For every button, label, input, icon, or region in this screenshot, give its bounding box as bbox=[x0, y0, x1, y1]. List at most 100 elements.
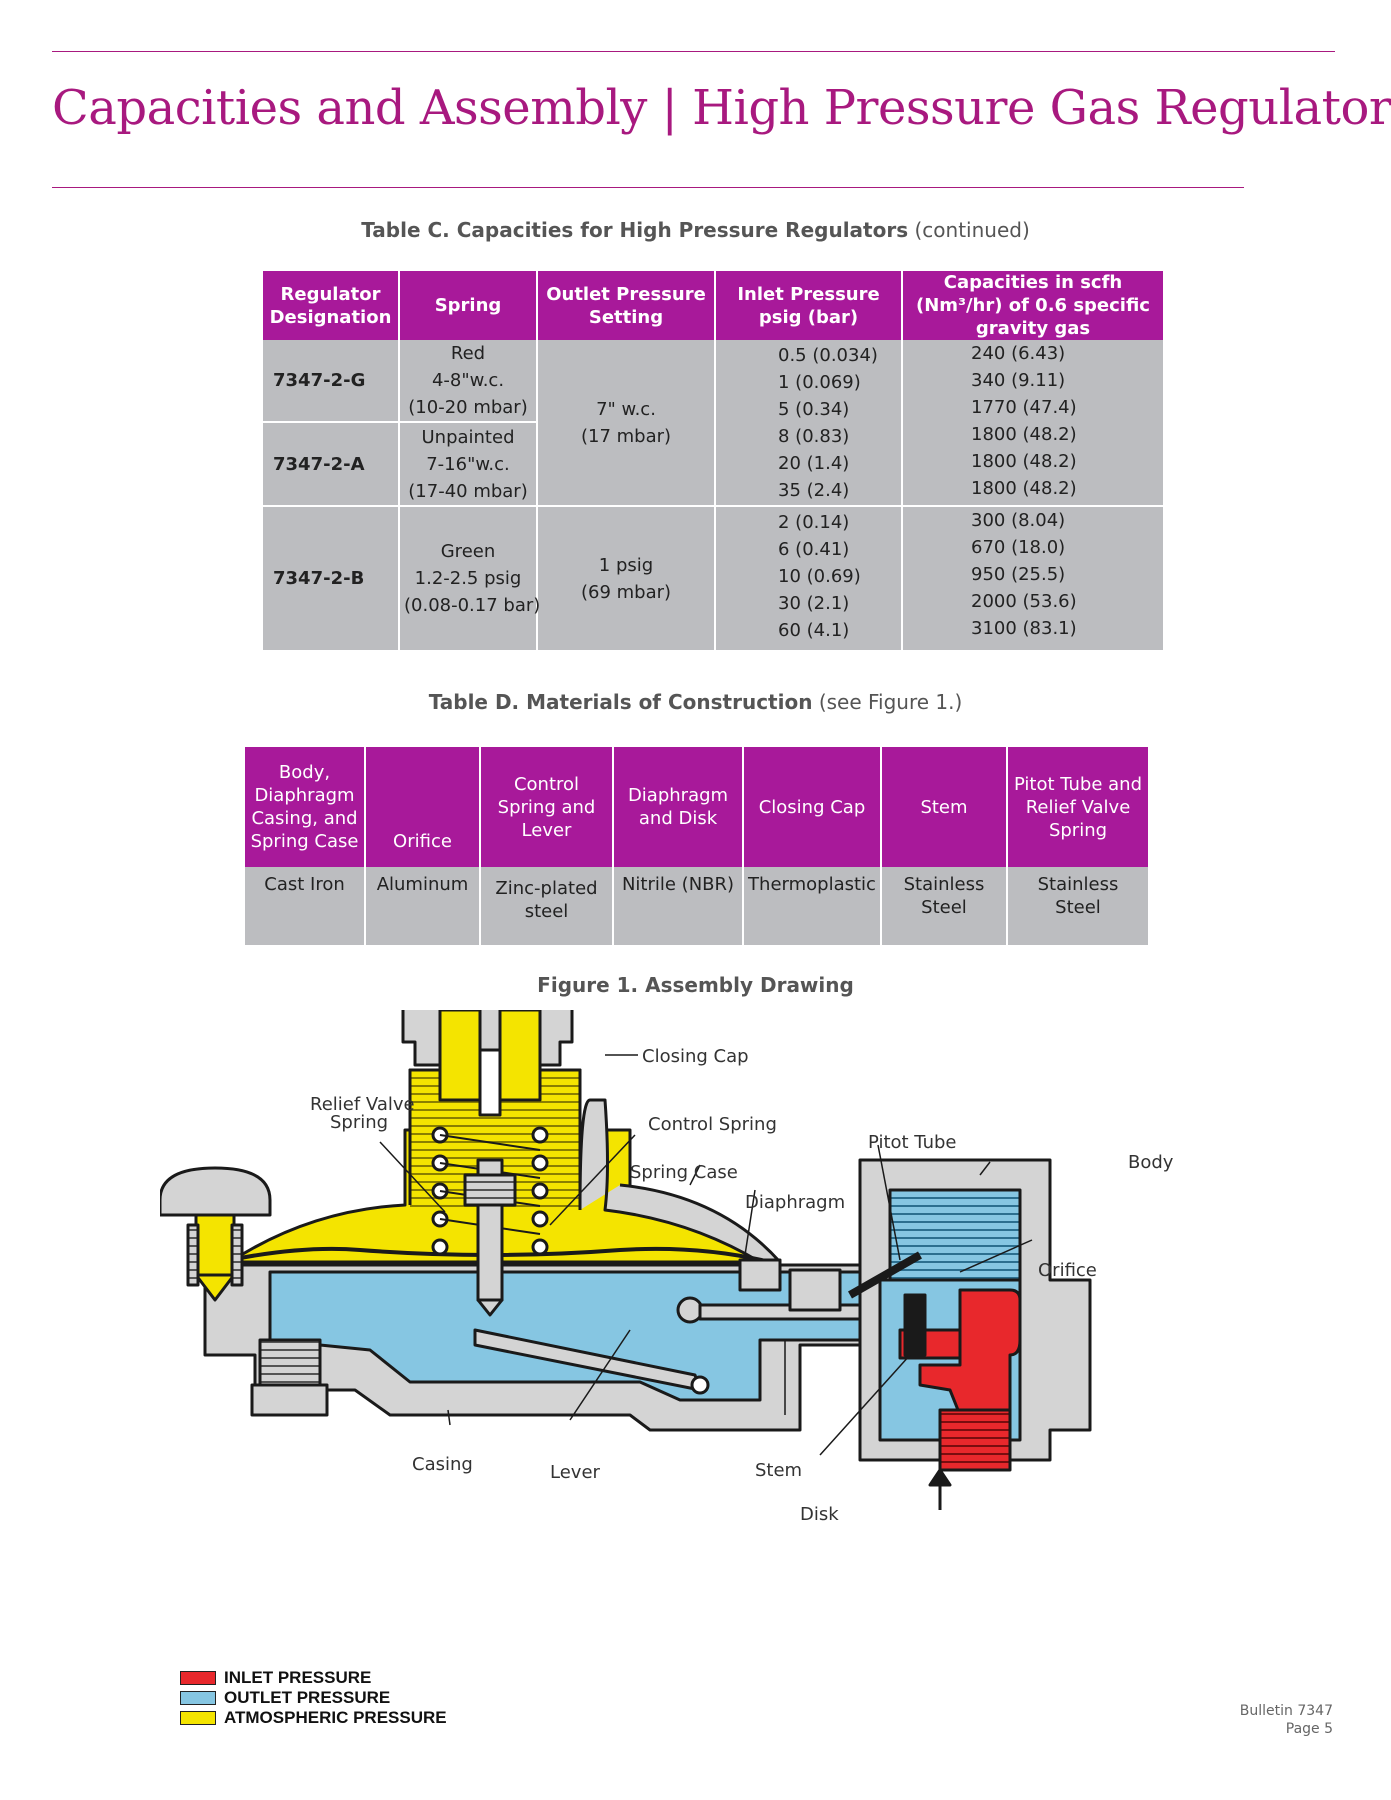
label-closing-cap: Closing Cap bbox=[642, 1046, 749, 1067]
assembly-drawing: Closing Cap Relief Valve Spring Control … bbox=[160, 1010, 1174, 1525]
capacity-value: 670 (18.0) bbox=[971, 537, 1066, 558]
capacity-value: 3100 (83.1) bbox=[971, 618, 1077, 639]
label-pitot-tube: Pitot Tube bbox=[868, 1132, 956, 1153]
table-row: 7347-2-G Red 4-8"w.c. (10-20 mbar) 7" w.… bbox=[263, 340, 1163, 506]
spring-range-metric: (0.08-0.17 bar) bbox=[404, 595, 541, 616]
header-inlet-pressure: Inlet Pressure psig (bar) bbox=[714, 271, 902, 340]
outlet-pressure-metric: (69 mbar) bbox=[580, 581, 672, 603]
material-cell: Thermoplastic bbox=[742, 867, 881, 945]
header-control-spring: Control Spring and Lever bbox=[479, 747, 613, 867]
figure-caption: Figure 1. Assembly Drawing bbox=[0, 973, 1391, 997]
table-row: 7347-2-B Green 1.2-2.5 psig (0.08-0.17 b… bbox=[263, 505, 1163, 650]
header-spring: Spring bbox=[398, 271, 537, 340]
material-cell: Zinc-plated steel bbox=[479, 867, 613, 945]
designation-cell: 7347-2-B bbox=[263, 505, 399, 650]
label-body: Body bbox=[1128, 1152, 1174, 1173]
inlet-pressure-value: 8 (0.83) bbox=[778, 426, 850, 447]
header-orifice: Orifice bbox=[364, 747, 480, 867]
table-c-caption: Table C. Capacities for High Pressure Re… bbox=[0, 218, 1391, 242]
inlet-pressure-value: 35 (2.4) bbox=[778, 480, 850, 501]
legend-item-outlet: OUTLET PRESSURE bbox=[180, 1688, 447, 1708]
spring-cell: Green 1.2-2.5 psig (0.08-0.17 bar) bbox=[398, 505, 541, 650]
page-number: Page 5 bbox=[1285, 1721, 1333, 1737]
material-cell: Cast Iron bbox=[245, 867, 365, 945]
legend-label: OUTLET PRESSURE bbox=[224, 1688, 391, 1707]
header-closing-cap: Closing Cap bbox=[742, 747, 881, 867]
capacity-list: 240 (6.43) 340 (9.11) 1770 (47.4) 1800 (… bbox=[901, 340, 1163, 506]
top-rule bbox=[52, 51, 1335, 52]
outlet-pressure: 1 psig bbox=[598, 554, 654, 576]
legend-label: INLET PRESSURE bbox=[224, 1668, 372, 1687]
header-body: Body, Diaphragm Casing, and Spring Case bbox=[245, 747, 365, 867]
label-control-spring: Control Spring bbox=[648, 1114, 777, 1135]
inlet-pressure-list: 2 (0.14) 6 (0.41) 10 (0.69) 30 (2.1) 60 … bbox=[714, 505, 902, 650]
pressure-legend: INLET PRESSURE OUTLET PRESSURE ATMOSPHER… bbox=[180, 1668, 447, 1728]
label-stem: Stem bbox=[755, 1460, 802, 1481]
table-d-caption-note: (see Figure 1.) bbox=[818, 690, 963, 714]
inlet-pressure-value: 1 (0.069) bbox=[778, 372, 861, 393]
header-outlet-pressure: Outlet Pressure Setting bbox=[536, 271, 715, 340]
label-diaphragm: Diaphragm bbox=[745, 1192, 845, 1213]
capacity-value: 1800 (48.2) bbox=[971, 424, 1077, 445]
capacity-value: 300 (8.04) bbox=[971, 510, 1066, 531]
table-c-caption-title: Table C. Capacities for High Pressure Re… bbox=[361, 218, 909, 242]
header-pitot-tube: Pitot Tube and Relief Valve Spring bbox=[1006, 747, 1148, 867]
label-casing: Casing bbox=[412, 1454, 473, 1475]
table-d-caption: Table D. Materials of Construction (see … bbox=[0, 690, 1391, 714]
figure-caption-title: Figure 1. Assembly Drawing bbox=[537, 973, 854, 997]
title-underline bbox=[52, 187, 1244, 188]
capacity-value: 340 (9.11) bbox=[971, 370, 1066, 391]
header-regulator-designation: Regulator Designation bbox=[263, 271, 399, 340]
inlet-pressure-value: 10 (0.69) bbox=[778, 566, 861, 587]
atmospheric-swatch bbox=[180, 1711, 216, 1725]
table-row: Cast Iron Aluminum Zinc-plated steel Nit… bbox=[245, 867, 1148, 945]
spring-range-metric: (10-20 mbar) bbox=[408, 397, 528, 418]
material-cell: Aluminum bbox=[364, 867, 480, 945]
designation-cell: 7347-2-G bbox=[263, 340, 399, 422]
inlet-pressure-value: 60 (4.1) bbox=[778, 620, 850, 641]
inlet-pressure-value: 5 (0.34) bbox=[778, 399, 850, 420]
spring-range: 4-8"w.c. bbox=[431, 370, 505, 391]
spring-range-metric: (17-40 mbar) bbox=[408, 480, 528, 502]
spring-color: Unpainted bbox=[421, 426, 515, 448]
inlet-pressure-value: 2 (0.14) bbox=[778, 512, 850, 533]
page-title: Capacities and Assembly | High Pressure … bbox=[52, 80, 1391, 136]
legend-label: ATMOSPHERIC PRESSURE bbox=[224, 1708, 447, 1727]
label-disk: Disk bbox=[800, 1504, 839, 1525]
spring-range: 1.2-2.5 psig bbox=[414, 568, 522, 589]
designation-cell: 7347-2-A bbox=[263, 421, 399, 506]
inlet-pressure-value: 20 (1.4) bbox=[778, 453, 850, 474]
label-relief-valve-spring: Relief Valve bbox=[310, 1094, 415, 1115]
page-footer: Bulletin 7347 Page 5 bbox=[1240, 1702, 1333, 1738]
outlet-swatch bbox=[180, 1691, 216, 1705]
materials-table: Body, Diaphragm Casing, and Spring Case … bbox=[245, 747, 1148, 945]
spring-cell: Unpainted 7-16"w.c. (17-40 mbar) bbox=[398, 421, 537, 506]
label-orifice: Orifice bbox=[1038, 1260, 1097, 1281]
header-diaphragm: Diaphragm and Disk bbox=[612, 747, 743, 867]
inlet-pressure-value: 30 (2.1) bbox=[778, 593, 850, 614]
bulletin-number: Bulletin 7347 bbox=[1239, 1703, 1333, 1719]
capacity-value: 1800 (48.2) bbox=[971, 478, 1077, 499]
inlet-pressure-list: 0.5 (0.034) 1 (0.069) 5 (0.34) 8 (0.83) … bbox=[714, 340, 902, 506]
capacity-value: 1800 (48.2) bbox=[971, 451, 1077, 472]
legend-item-atmospheric: ATMOSPHERIC PRESSURE bbox=[180, 1708, 447, 1728]
capacity-value: 950 (25.5) bbox=[971, 564, 1066, 585]
capacity-value: 2000 (53.6) bbox=[971, 591, 1077, 612]
table-row: 7347-2-A Unpainted 7-16"w.c. (17-40 mbar… bbox=[263, 421, 1163, 506]
table-c-caption-note: (continued) bbox=[914, 218, 1030, 242]
legend-item-inlet: INLET PRESSURE bbox=[180, 1668, 447, 1688]
outlet-pressure-metric: (17 mbar) bbox=[580, 425, 672, 447]
material-cell: Stainless Steel bbox=[1006, 867, 1148, 945]
material-cell: Nitrile (NBR) bbox=[612, 867, 743, 945]
inlet-pressure-value: 0.5 (0.034) bbox=[778, 345, 878, 366]
label-relief-valve-spring-line2: Spring bbox=[330, 1112, 388, 1133]
inlet-swatch bbox=[180, 1671, 216, 1685]
spring-range: 7-16"w.c. bbox=[426, 453, 510, 475]
header-stem: Stem bbox=[880, 747, 1007, 867]
capacity-value: 240 (6.43) bbox=[971, 343, 1066, 364]
regulator-body bbox=[160, 1010, 1092, 1510]
table-d-caption-title: Table D. Materials of Construction bbox=[428, 690, 813, 714]
spring-color: Red bbox=[450, 343, 486, 364]
capacities-table: Regulator Designation Spring Outlet Pres… bbox=[263, 271, 1163, 650]
capacity-value: 1770 (47.4) bbox=[971, 397, 1077, 418]
